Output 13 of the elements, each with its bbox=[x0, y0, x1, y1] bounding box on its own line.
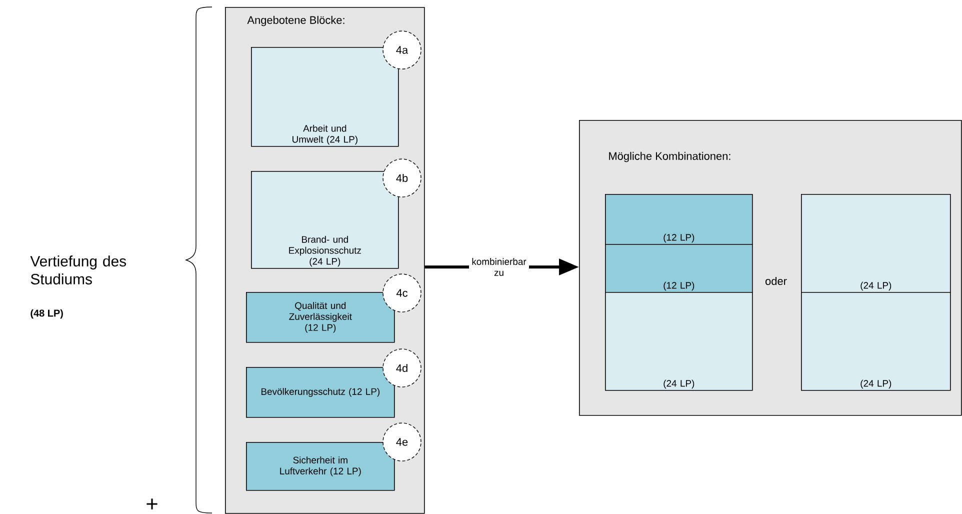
connector-word: oder bbox=[766, 276, 787, 286]
block-box: (24 LP) bbox=[605, 292, 753, 391]
side-label: Vertiefung des Studiums bbox=[30, 256, 126, 284]
edge-label: kombinierbar zu bbox=[472, 258, 526, 276]
plus-sign: + bbox=[146, 498, 158, 510]
block-box: Sicherheit im Luftverkehr (12 LP) bbox=[246, 442, 395, 491]
block-box: Bevölkerungsschutz (12 LP) bbox=[246, 367, 395, 418]
credit-label: (48 LP) bbox=[30, 309, 63, 319]
block-box: (24 LP) bbox=[801, 292, 951, 391]
block-box: (12 LP) bbox=[605, 194, 753, 245]
block-box: Qualität und Zuverlässigkeit (12 LP) bbox=[246, 292, 395, 343]
block-box: (24 LP) bbox=[801, 194, 951, 293]
block-box: (12 LP) bbox=[605, 244, 753, 293]
